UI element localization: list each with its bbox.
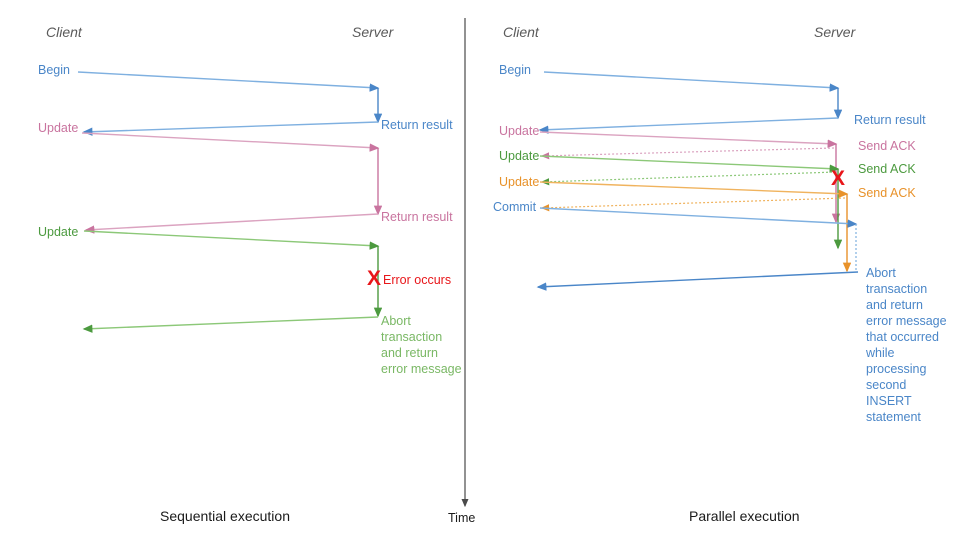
left-abort-block: Abort transaction and return error messa… xyxy=(381,313,462,377)
right-label-return-result: Return result xyxy=(854,113,926,127)
left-lane-server-label: Server xyxy=(352,24,394,40)
right-label-commit: Commit xyxy=(493,200,537,214)
left-msg-update1 xyxy=(81,132,380,152)
right-label-update-1: Update xyxy=(499,124,540,138)
right-caption: Parallel execution xyxy=(689,508,800,524)
left-abort-line-1: transaction xyxy=(381,330,443,344)
right-abort-line-5: while xyxy=(866,346,895,360)
right-lane-server-label: Server xyxy=(814,24,856,40)
left-label-error-occurs: Error occurs xyxy=(383,273,452,287)
left-lane-client-label: Client xyxy=(46,24,82,40)
right-abort-line-0: Abort xyxy=(866,266,896,280)
right-abort-line-3: error message xyxy=(866,314,947,328)
error-x-icon-left: X xyxy=(367,267,382,290)
right-msg-update3 xyxy=(539,181,849,198)
right-label-update-2: Update xyxy=(499,149,540,163)
right-abort-line-4: that occurred xyxy=(866,330,939,344)
right-abort-line-8: INSERT xyxy=(866,394,912,408)
left-abort-line-3: error message xyxy=(381,362,462,376)
left-label-update-1: Update xyxy=(38,121,79,135)
right-abort-line-1: transaction xyxy=(866,282,928,296)
right-label-send-ack-2: Send ACK xyxy=(858,162,916,176)
right-msg-update2 xyxy=(539,155,840,173)
left-label-return-result-2: Return result xyxy=(381,210,453,224)
right-lane-client-label: Client xyxy=(503,24,539,40)
right-abort-line-2: and return xyxy=(866,298,923,312)
right-abort-line-6: processing xyxy=(866,362,927,376)
left-label-update-2: Update xyxy=(38,225,79,239)
error-x-icon-right: X xyxy=(831,167,846,190)
right-msg-update1 xyxy=(539,131,838,148)
right-msg-abort xyxy=(536,271,859,291)
left-label-begin: Begin xyxy=(38,63,70,77)
right-ack3 xyxy=(540,197,846,212)
left-abort-line-0: Abort xyxy=(381,314,411,328)
right-ack2 xyxy=(540,171,837,186)
left-label-return-result-1: Return result xyxy=(381,118,453,132)
left-msg-update2 xyxy=(83,230,380,250)
left-msg-return2 xyxy=(84,213,379,234)
left-msg-return1 xyxy=(82,121,379,136)
right-abort-block: Abort transaction and return error messa… xyxy=(866,265,947,425)
left-caption: Sequential execution xyxy=(160,508,290,524)
right-label-send-ack-3: Send ACK xyxy=(858,186,916,200)
right-msg-begin xyxy=(543,71,840,92)
left-msg-begin xyxy=(77,71,380,92)
right-msg-return xyxy=(538,117,839,134)
right-label-update-3: Update xyxy=(499,175,540,189)
right-label-begin: Begin xyxy=(499,63,531,77)
right-label-send-ack-1: Send ACK xyxy=(858,139,916,153)
left-abort-line-2: and return xyxy=(381,346,438,360)
right-abort-line-9: statement xyxy=(866,410,921,424)
right-abort-line-7: second xyxy=(866,378,907,392)
right-ack1 xyxy=(540,147,835,160)
right-msg-commit xyxy=(539,207,858,228)
time-axis-label: Time xyxy=(448,511,476,525)
left-msg-abort xyxy=(82,316,379,333)
